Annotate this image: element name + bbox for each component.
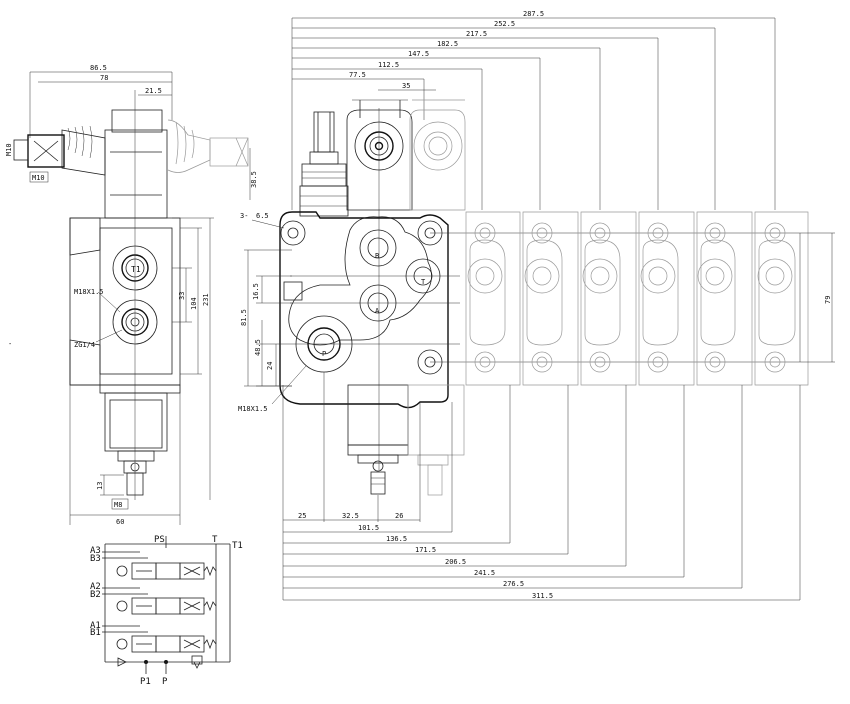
side-thread-m10-vertical: M10 <box>5 143 13 156</box>
dim-147-5: 147.5 <box>408 50 429 58</box>
side-dim-231: 231 <box>202 293 210 306</box>
bottom-dim-25: 25 <box>298 512 306 520</box>
dim-182-5: 182.5 <box>437 40 458 48</box>
front-dim-24: 24 <box>266 362 274 370</box>
dim-287-5: 287.5 <box>523 10 544 18</box>
additional-sections: 79 <box>430 211 835 386</box>
bottom-dim-26: 26 <box>395 512 403 520</box>
side-dim-13: 13 <box>96 482 104 490</box>
schematic-section-1: A1 B1 <box>90 621 217 653</box>
section-7 <box>754 211 809 386</box>
side-stud-m8: M8 <box>114 501 122 509</box>
top-dimension-lines <box>291 17 776 210</box>
bottom-dim-276-5: 276.5 <box>503 580 524 588</box>
schematic-section-3: A3 B3 <box>90 546 217 580</box>
dim-252-5: 252.5 <box>494 20 515 28</box>
side-dim-21-5: 21.5 <box>145 87 162 95</box>
front-port-b: B <box>375 252 379 260</box>
schematic-label-a3: A3 <box>90 546 101 556</box>
side-thread-m10: M10 <box>32 174 45 182</box>
front-dim-81-5: 81.5 <box>240 309 248 326</box>
section-2 <box>465 211 521 386</box>
side-dim-38-5: 38.5 <box>250 171 258 188</box>
front-dim-79: 79 <box>824 296 832 304</box>
bottom-dimension-lines <box>282 372 801 601</box>
schematic-label-a2: A2 <box>90 582 101 592</box>
schematic-label-t1: T1 <box>232 541 243 551</box>
hydraulic-schematic: PS T T1 A3 B3 <box>90 535 243 687</box>
bottom-dim-101-5: 101.5 <box>358 524 379 532</box>
dim-217-5: 217.5 <box>466 30 487 38</box>
section-3 <box>522 211 579 386</box>
section-5 <box>638 211 695 386</box>
front-hole-dim: 6.5 <box>256 212 269 220</box>
side-thread-m18x1-5: M18X1.5 <box>74 288 104 296</box>
front-dim-48-5: 48.5 <box>254 339 262 356</box>
front-thread-m18x1-5: M18X1.5 <box>238 405 268 413</box>
schematic-section-2: A2 B2 <box>90 582 217 615</box>
side-dim-86-5: 86.5 <box>90 64 107 72</box>
schematic-label-t: T <box>212 535 218 545</box>
schematic-label-b2: B2 <box>90 590 101 600</box>
bottom-dim-171-5: 171.5 <box>415 546 436 554</box>
side-port-t1: T1 <box>131 265 141 274</box>
bottom-dim-206-5: 206.5 <box>445 558 466 566</box>
schematic-label-b3: B3 <box>90 554 101 564</box>
bottom-dim-136-5: 136.5 <box>386 535 407 543</box>
dim-35: 35 <box>402 82 410 90</box>
bottom-dim-311-5: 311.5 <box>532 592 553 600</box>
section-4 <box>580 211 637 386</box>
section-6 <box>696 211 753 386</box>
front-port-p: P <box>322 350 326 358</box>
dim-112-5: 112.5 <box>378 61 399 69</box>
side-dim-78: 78 <box>100 74 108 82</box>
schematic-label-ps: PS <box>154 535 165 545</box>
front-port-a: A <box>375 307 380 315</box>
side-dim-104: 104 <box>190 297 198 310</box>
schematic-label-p: P <box>162 677 168 687</box>
front-hole-count: 3- <box>240 212 248 220</box>
bottom-dim-241-5: 241.5 <box>474 569 495 577</box>
schematic-label-a1: A1 <box>90 621 101 631</box>
schematic-label-b1: B1 <box>90 628 101 638</box>
svg-text:-: - <box>8 340 12 348</box>
side-view: 86.5 78 21.5 M10 M10 38.5 <box>5 64 258 526</box>
schematic-label-p1: P1 <box>140 677 151 687</box>
dim-77-5: 77.5 <box>349 71 366 79</box>
front-dim-16-5: 16.5 <box>252 283 260 300</box>
bottom-dim-32-5: 32.5 <box>342 512 359 520</box>
side-pipe-zg1-4: ZG1/4 <box>74 341 95 349</box>
side-dim-33: 33 <box>178 292 186 300</box>
front-port-t: T <box>421 278 426 286</box>
side-dim-60: 60 <box>116 518 124 526</box>
front-view: 3- 6.5 B T A P <box>238 99 466 496</box>
